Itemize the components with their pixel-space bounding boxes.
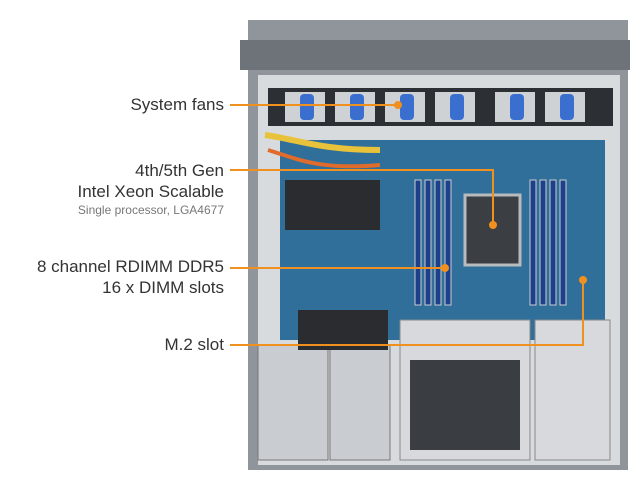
psu-1: [257, 344, 329, 461]
callout-m2: M.2 slot: [164, 334, 224, 355]
cpu-sublabel: Single processor, LGA4677: [77, 203, 224, 217]
cpu-label-line1: 4th/5th Gen: [135, 161, 224, 180]
riser-card-2: [534, 319, 611, 461]
m2-label: M.2 slot: [164, 335, 224, 354]
psu-2: [329, 344, 391, 461]
memory-label-line2: 16 x DIMM slots: [102, 278, 224, 297]
callout-memory: 8 channel RDIMM DDR5 16 x DIMM slots: [37, 256, 224, 298]
memory-label-line1: 8 channel RDIMM DDR5: [36, 257, 224, 276]
fans: [285, 92, 585, 122]
callout-cpu: 4th/5th Gen Intel Xeon Scalable Single p…: [78, 160, 225, 218]
chassis-lid-rail: [240, 40, 630, 70]
callout-system-fans: System fans: [130, 94, 224, 115]
psu-bay: [285, 180, 380, 230]
callout-dots: [394, 101, 587, 284]
dimm-slots: [414, 179, 567, 306]
callout-lines: [230, 104, 584, 346]
cpu-label-line2: Intel Xeon Scalable: [77, 182, 225, 201]
fans-label: System fans: [130, 95, 224, 114]
